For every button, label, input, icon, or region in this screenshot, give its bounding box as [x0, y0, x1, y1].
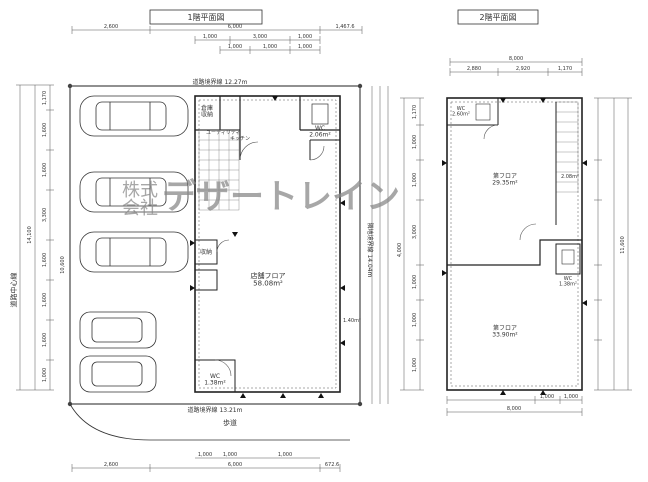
f2-left-dim-6: 1,000: [412, 313, 418, 327]
watermark-company-line1: 株式: [122, 180, 158, 201]
f2-stair-note: 2.08m²: [561, 174, 579, 180]
f1-top2-dim-3: 1,000: [298, 34, 312, 40]
f1-top3-dim-3: 1,000: [298, 44, 312, 50]
room-kitchen: キッチン: [230, 136, 250, 142]
f2-top-dim-total: 8,000: [509, 56, 523, 62]
f2-left-dim-2: 1,000: [412, 135, 418, 149]
f2-left-total: 4,000: [397, 243, 403, 257]
road-center-label: 道路中心線: [9, 273, 18, 308]
f2-left-dim-5: 1,000: [412, 275, 418, 289]
f1-left-dim-3: 1,600: [42, 163, 48, 177]
f1-top3-dim-1: 1,000: [228, 44, 242, 50]
f1-left-dim-5: 1,600: [42, 253, 48, 267]
f2-left-dim-4: 3,000: [412, 225, 418, 239]
floor2-building: [442, 97, 587, 395]
f1-bottom2-dim-3: 672.6: [325, 462, 339, 468]
boundary-top-label: 道路境界線 12.27m: [193, 78, 248, 86]
f2-bottom-dim-2: 1,000: [564, 394, 578, 400]
f1-stair-note: 1.40m²: [343, 318, 361, 324]
f1-left-dim-2: 1,600: [42, 123, 48, 137]
floor2-title: 2階平面図: [479, 12, 516, 22]
room-utility: ユーティリティ: [206, 130, 240, 136]
f1-left-dim-6: 1,600: [42, 293, 48, 307]
f1-left-dim-7: 1,600: [42, 333, 48, 347]
f2-bottom-dim-1: 1,000: [540, 394, 554, 400]
f2-top-dim-1: 2,880: [467, 66, 481, 72]
parked-car: [79, 95, 189, 137]
boundary-right-label: 隣地境界線 14.04m: [366, 223, 374, 278]
f1-top2-dim-2: 3,000: [253, 34, 267, 40]
parked-car: [79, 311, 157, 349]
f2-top-dim-2: 2,920: [516, 66, 530, 72]
boundary-bottom-label: 道路境界線 13.21m: [188, 406, 243, 414]
parked-car: [79, 171, 189, 213]
floor1-building: [190, 95, 345, 398]
f1-top3-dim-2: 1,000: [263, 44, 277, 50]
f1-left-dim-1: 1,170: [42, 91, 48, 105]
f2-right-total: 11,600: [620, 236, 626, 254]
watermark-company-line2: 会社: [122, 198, 158, 219]
sidewalk-label: 歩道: [223, 418, 237, 427]
room-storage: 倉庫収納: [201, 104, 213, 119]
f2-top-dim-3: 1,170: [558, 66, 572, 72]
f1-bottom-dim-2: 1,000: [223, 452, 237, 458]
floor2-plan: 2階平面図 8,000 2,880 2,920 1,170 1,170 1,00…: [397, 9, 632, 416]
f1-left-total: 14,100: [27, 226, 33, 244]
company-watermark: 株式 会社 デザートレイン: [122, 177, 400, 219]
watermark-brand: デザートレイン: [162, 177, 400, 217]
f1-left-dim-8: 1,000: [42, 368, 48, 382]
f2-left-dim-7: 1,000: [412, 358, 418, 372]
f1-bottom-dim-3: 1,000: [278, 452, 292, 458]
f1-bottom2-dim-2: 6,000: [228, 462, 242, 468]
f1-left-dim-4: 3,300: [42, 208, 48, 222]
f1-top2-dim-1: 1,000: [203, 34, 217, 40]
f1-bottom-dim-1: 1,000: [198, 452, 212, 458]
f2-left-dim-1: 1,170: [412, 105, 418, 119]
floor1-plan: 1階平面図 2,600 6,000 1,467.6 1,000 3,000 1,…: [9, 9, 389, 472]
room-closet: 収納: [200, 248, 212, 256]
f2-bottom-dim-total: 8,000: [507, 406, 521, 412]
parked-car: [79, 355, 157, 393]
f2-left-dim-3: 1,000: [412, 173, 418, 187]
f1-left-total2: 10,600: [60, 256, 66, 274]
floor1-title: 1階平面図: [187, 12, 224, 22]
f1-top-dim-3: 1,467.6: [335, 24, 354, 30]
f1-bottom2-dim-1: 2,600: [104, 462, 118, 468]
parked-car: [79, 231, 189, 273]
f1-top-dim-2: 6,000: [228, 24, 242, 30]
f1-top-dim-1: 2,600: [104, 24, 118, 30]
